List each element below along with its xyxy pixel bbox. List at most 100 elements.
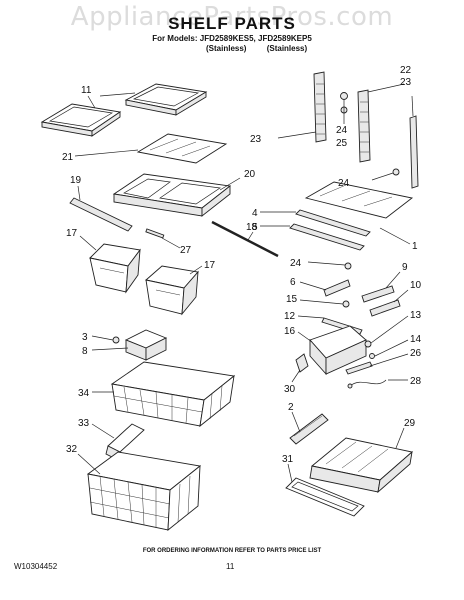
leader-line — [367, 83, 405, 93]
callout-28: 28 — [410, 376, 422, 387]
variant-label: (Stainless) — [266, 44, 308, 53]
leader-line — [74, 149, 139, 157]
leader-line — [385, 271, 401, 289]
part-22-ladder-rail-right — [357, 89, 371, 163]
callout-labels: 11 21 19 20 18 4 5 27 17 17 3 8 34 33 32… — [62, 65, 422, 465]
leader-line — [297, 331, 313, 343]
part-24-screw — [340, 92, 348, 100]
callout-24: 24 — [290, 258, 302, 269]
callout-17: 17 — [204, 260, 216, 271]
model-list: For Models: JFD2589KES5, JFD2589KEP5 — [152, 34, 312, 43]
callout-31: 31 — [282, 454, 294, 465]
part-11-shelf-frame-left — [40, 103, 122, 137]
leader-line — [374, 339, 409, 357]
part-23-ladder-rail-left — [313, 71, 327, 143]
page-number: 11 — [226, 562, 235, 571]
part-24-screw-right — [392, 168, 400, 176]
part-19-trim-strip — [69, 197, 133, 232]
watermark-text: AppliancePartsPros.com — [70, 2, 394, 32]
callout-22: 22 — [400, 65, 412, 76]
callout-20: 20 — [244, 169, 256, 180]
leader-line — [77, 453, 101, 475]
leader-line — [291, 411, 301, 433]
callout-30: 30 — [284, 384, 296, 395]
leader-line — [299, 299, 344, 305]
callout-23: 23 — [400, 77, 412, 88]
callout-11: 11 — [81, 85, 92, 96]
leader-line — [277, 131, 317, 139]
part-23-ladder-rail-far — [409, 115, 419, 189]
part-11-shelf-frame-right — [124, 83, 208, 116]
part-4-rail — [295, 209, 371, 237]
leader-line — [299, 281, 327, 291]
callout-33: 33 — [78, 418, 90, 429]
callout-19: 19 — [70, 175, 82, 186]
part-18-rod — [211, 220, 279, 258]
part-32-lower-basket — [86, 451, 202, 531]
leader-line — [393, 289, 409, 303]
callout-23: 23 — [250, 134, 262, 145]
callout-3: 3 — [82, 332, 88, 343]
part-34-wire-basket — [110, 361, 236, 428]
part-5-rail — [289, 223, 365, 251]
part-3-screw — [112, 336, 120, 344]
leader-line — [369, 353, 409, 367]
ordering-note: FOR ORDERING INFORMATION REFER TO PARTS … — [142, 548, 322, 554]
callout-9: 9 — [402, 262, 408, 273]
part-9-bracket — [361, 285, 395, 303]
model-variants: (Stainless) (Stainless) — [206, 44, 307, 53]
part-10-mount — [369, 299, 401, 317]
part-17-bin-left — [89, 243, 141, 294]
leader-line — [189, 265, 203, 275]
callout-24: 24 — [336, 125, 348, 136]
callout-14: 14 — [410, 334, 422, 345]
callout-17: 17 — [66, 228, 78, 239]
part-31-tray-liner — [285, 477, 365, 517]
callout-21: 21 — [62, 152, 74, 163]
part-14-clip — [369, 353, 375, 359]
leader-line — [219, 177, 241, 191]
leader-line — [247, 231, 254, 241]
callout-32: 32 — [66, 444, 78, 455]
part-21-glass-shelf — [136, 133, 228, 164]
callout-10: 10 — [410, 280, 422, 291]
part-2-handle — [289, 413, 329, 445]
leader-line — [99, 92, 136, 97]
callout-2: 2 — [288, 402, 294, 413]
document-number: W10304452 — [14, 562, 58, 571]
leader-line — [411, 95, 414, 117]
part-20-slide-out-shelf — [112, 173, 232, 217]
leader-line — [370, 315, 409, 344]
callout-5: 5 — [252, 222, 258, 233]
leader-line — [91, 423, 115, 439]
leader-line — [307, 261, 346, 266]
callout-24: 24 — [338, 178, 350, 189]
leader-line — [287, 463, 293, 483]
part-28-wire-harness — [347, 379, 387, 389]
part-30-tab — [295, 353, 309, 373]
leader-line — [91, 335, 114, 341]
leader-line — [395, 427, 405, 449]
callout-1: 1 — [412, 241, 418, 252]
leader-line — [87, 95, 96, 109]
part-26-bar — [345, 361, 373, 375]
leader-line — [161, 237, 181, 249]
part-16-housing — [309, 325, 367, 376]
callout-6: 6 — [290, 277, 296, 288]
leader-line — [79, 235, 97, 251]
leader-line — [297, 315, 325, 319]
part-1-glass-shelf — [304, 181, 414, 219]
callout-12: 12 — [284, 311, 296, 322]
callout-25: 25 — [336, 138, 348, 149]
callout-34: 34 — [78, 388, 90, 399]
part-8-bracket — [124, 329, 168, 361]
callout-26: 26 — [410, 348, 422, 359]
callout-13: 13 — [410, 310, 422, 321]
part-6-bracket — [323, 279, 351, 297]
part-13-screw — [364, 340, 372, 348]
page-title: SHELF PARTS — [168, 14, 296, 33]
leader-line — [77, 185, 81, 201]
leader-line — [371, 172, 394, 181]
callout-4: 4 — [252, 208, 258, 219]
